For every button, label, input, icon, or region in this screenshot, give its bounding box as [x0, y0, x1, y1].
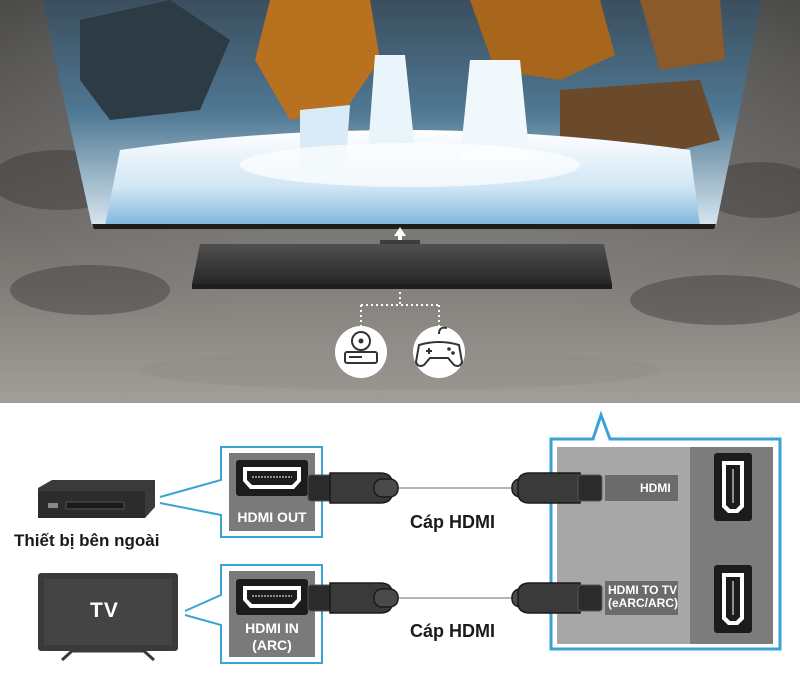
living-room-scene: [0, 0, 800, 403]
dotted-connector: [360, 292, 440, 326]
sb-hdmi-label-bg: [605, 475, 678, 501]
cable-1-label: Cáp HDMI: [410, 512, 495, 532]
blu-ray-player-icon: [38, 480, 155, 518]
sb-hdmi-to-tv-label-bg: [605, 581, 678, 615]
external-device-label: Thiết bị bên ngoài: [14, 531, 160, 550]
soundbar: [192, 240, 612, 289]
hero-photo: [0, 0, 800, 403]
sb-hdmi-label: HDMI: [640, 481, 671, 495]
hdmi-cable-1: [307, 472, 603, 504]
gamepad-icon: [413, 326, 465, 378]
hdmi-out-label: HDMI OUT: [237, 509, 307, 525]
sb-hdmi-to-tv-line2: (eARC/ARC): [608, 596, 678, 610]
hdmi-in-port: [236, 579, 308, 615]
hdmi-in-label: HDMI IN (ARC): [229, 620, 315, 654]
hdmi-in-label-line1: HDMI IN: [245, 620, 299, 636]
sb-hdmi-port-1: [714, 453, 752, 521]
hdmi-out-port: [236, 460, 308, 496]
disc-player-icon: [335, 326, 387, 378]
sb-hdmi-to-tv-label: HDMI TO TV (eARC/ARC): [608, 584, 678, 610]
tv-icon: [38, 573, 178, 662]
arrow-up-icon: [394, 227, 406, 240]
connection-diagram: Thiết bị bên ngoài TV HDMI OUT HDMI IN (…: [0, 403, 800, 674]
tv-label: TV: [90, 599, 119, 622]
hdmi-cable-2: [307, 582, 603, 614]
tv-screen: [42, 0, 762, 226]
sb-hdmi-port-2: [714, 565, 752, 633]
tv-bezel: [92, 224, 716, 229]
hdmi-in-label-line2: (ARC): [252, 637, 292, 653]
sb-hdmi-to-tv-line1: HDMI TO TV: [608, 583, 678, 597]
cable-2-label: Cáp HDMI: [410, 621, 495, 641]
diagram-graphics: [38, 410, 782, 664]
